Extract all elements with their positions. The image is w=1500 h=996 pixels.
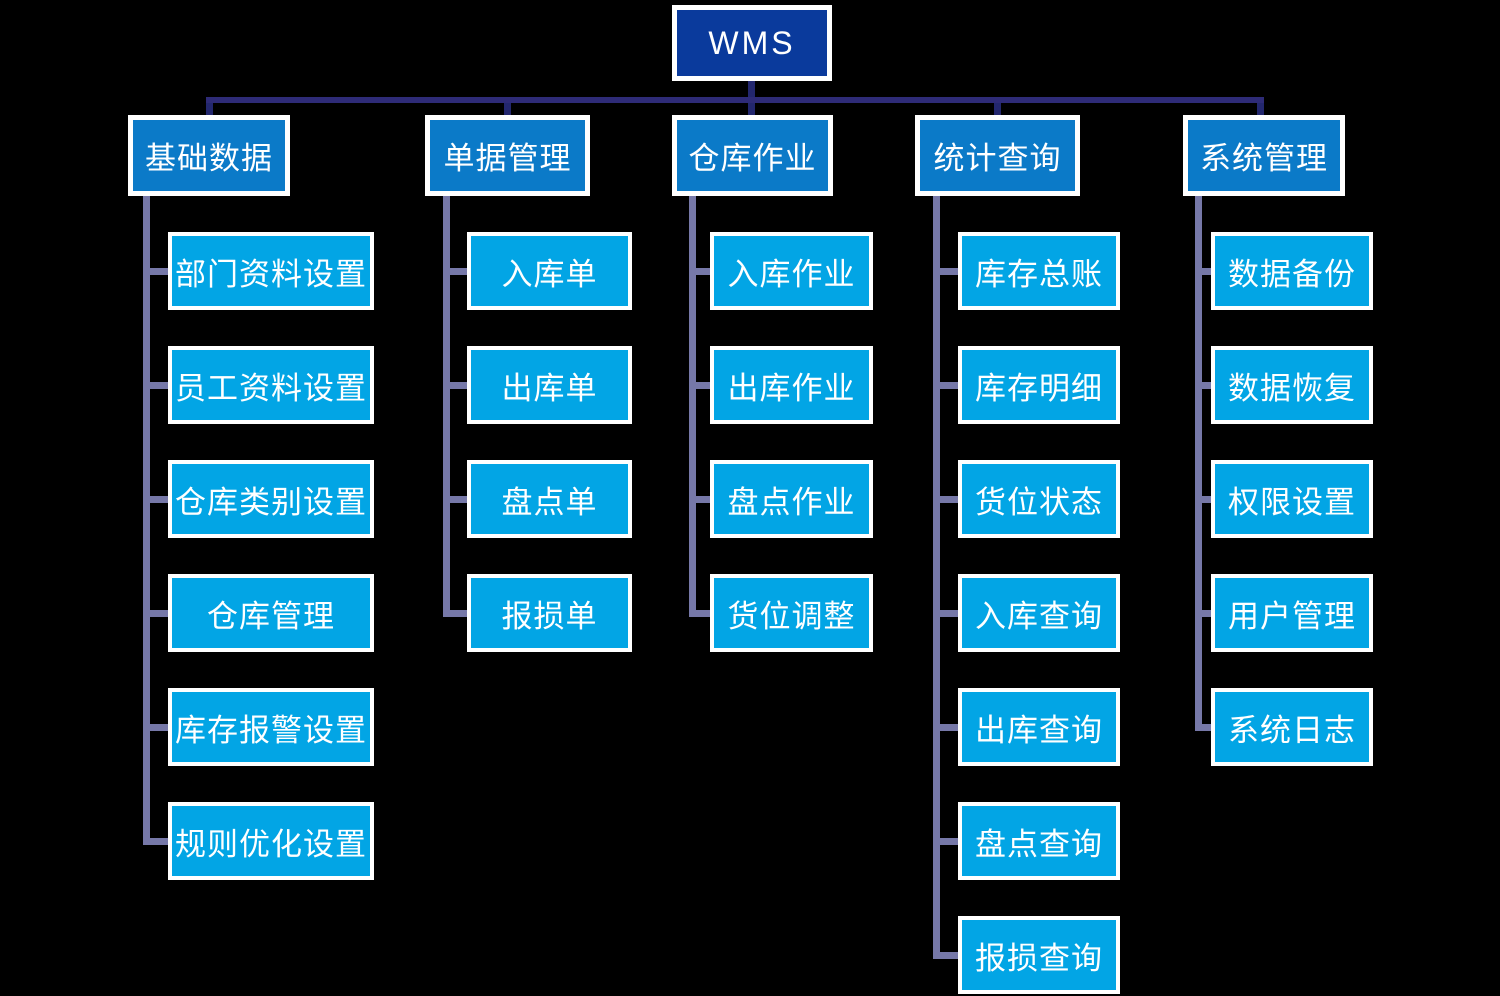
branch-node-basic-data: 基础数据 [128, 115, 290, 196]
connector-stub [1195, 496, 1211, 503]
leaf-node: 用户管理 [1211, 574, 1373, 652]
connector-stub [1195, 268, 1211, 275]
leaf-node: 部门资料设置 [168, 232, 374, 310]
connector-stub [1195, 724, 1211, 731]
connector-stub [689, 610, 710, 617]
leaf-node: 报损查询 [958, 916, 1120, 994]
connector-trunk-1 [143, 196, 150, 845]
branch-node-stats-query: 统计查询 [915, 115, 1080, 196]
leaf-node: 库存明细 [958, 346, 1120, 424]
leaf-node: 系统日志 [1211, 688, 1373, 766]
connector-stub [933, 610, 958, 617]
connector-stub [443, 496, 467, 503]
leaf-node: 数据备份 [1211, 232, 1373, 310]
leaf-node: 出库单 [467, 346, 632, 424]
leaf-node: 盘点单 [467, 460, 632, 538]
leaf-node: 规则优化设置 [168, 802, 374, 880]
connector-stub [143, 724, 168, 731]
leaf-node: 报损单 [467, 574, 632, 652]
leaf-node: 货位状态 [958, 460, 1120, 538]
connector-trunk-4 [933, 196, 940, 959]
connector-stub [443, 382, 467, 389]
connector-branch-stem-5 [1257, 103, 1264, 115]
connector-branch-stem-1 [206, 103, 213, 115]
connector-trunk-2 [443, 196, 450, 617]
root-node-wms: WMS [672, 5, 832, 81]
leaf-node: 权限设置 [1211, 460, 1373, 538]
leaf-node: 盘点查询 [958, 802, 1120, 880]
connector-stub [143, 838, 168, 845]
connector-stub [443, 268, 467, 275]
leaf-node: 数据恢复 [1211, 346, 1373, 424]
connector-stub [689, 496, 710, 503]
leaf-node: 货位调整 [710, 574, 873, 652]
connector-stub [143, 496, 168, 503]
leaf-node: 库存报警设置 [168, 688, 374, 766]
leaf-node: 入库作业 [710, 232, 873, 310]
leaf-node: 出库作业 [710, 346, 873, 424]
branch-node-warehouse-ops: 仓库作业 [672, 115, 833, 196]
connector-stub [933, 268, 958, 275]
connector-stub [933, 496, 958, 503]
connector-trunk-5 [1195, 196, 1202, 731]
connector-stub [143, 382, 168, 389]
connector-stub [689, 268, 710, 275]
leaf-node: 盘点作业 [710, 460, 873, 538]
connector-stub [1195, 610, 1211, 617]
leaf-node: 库存总账 [958, 232, 1120, 310]
leaf-node: 仓库管理 [168, 574, 374, 652]
branch-node-document-mgmt: 单据管理 [425, 115, 590, 196]
leaf-node: 员工资料设置 [168, 346, 374, 424]
connector-stub [933, 952, 958, 959]
connector-trunk-3 [689, 196, 696, 617]
connector-stub [689, 382, 710, 389]
connector-branch-stem-4 [994, 103, 1001, 115]
connector-stub [1195, 382, 1211, 389]
connector-stub [443, 610, 467, 617]
connector-branch-stem-2 [504, 103, 511, 115]
leaf-node: 出库查询 [958, 688, 1120, 766]
connector-stub [933, 382, 958, 389]
leaf-node: 仓库类别设置 [168, 460, 374, 538]
connector-stub [143, 610, 168, 617]
leaf-node: 入库查询 [958, 574, 1120, 652]
connector-top-rail [206, 97, 1264, 103]
leaf-node: 入库单 [467, 232, 632, 310]
connector-stub [933, 838, 958, 845]
branch-node-system-mgmt: 系统管理 [1183, 115, 1345, 196]
connector-stub [933, 724, 958, 731]
connector-stub [143, 268, 168, 275]
